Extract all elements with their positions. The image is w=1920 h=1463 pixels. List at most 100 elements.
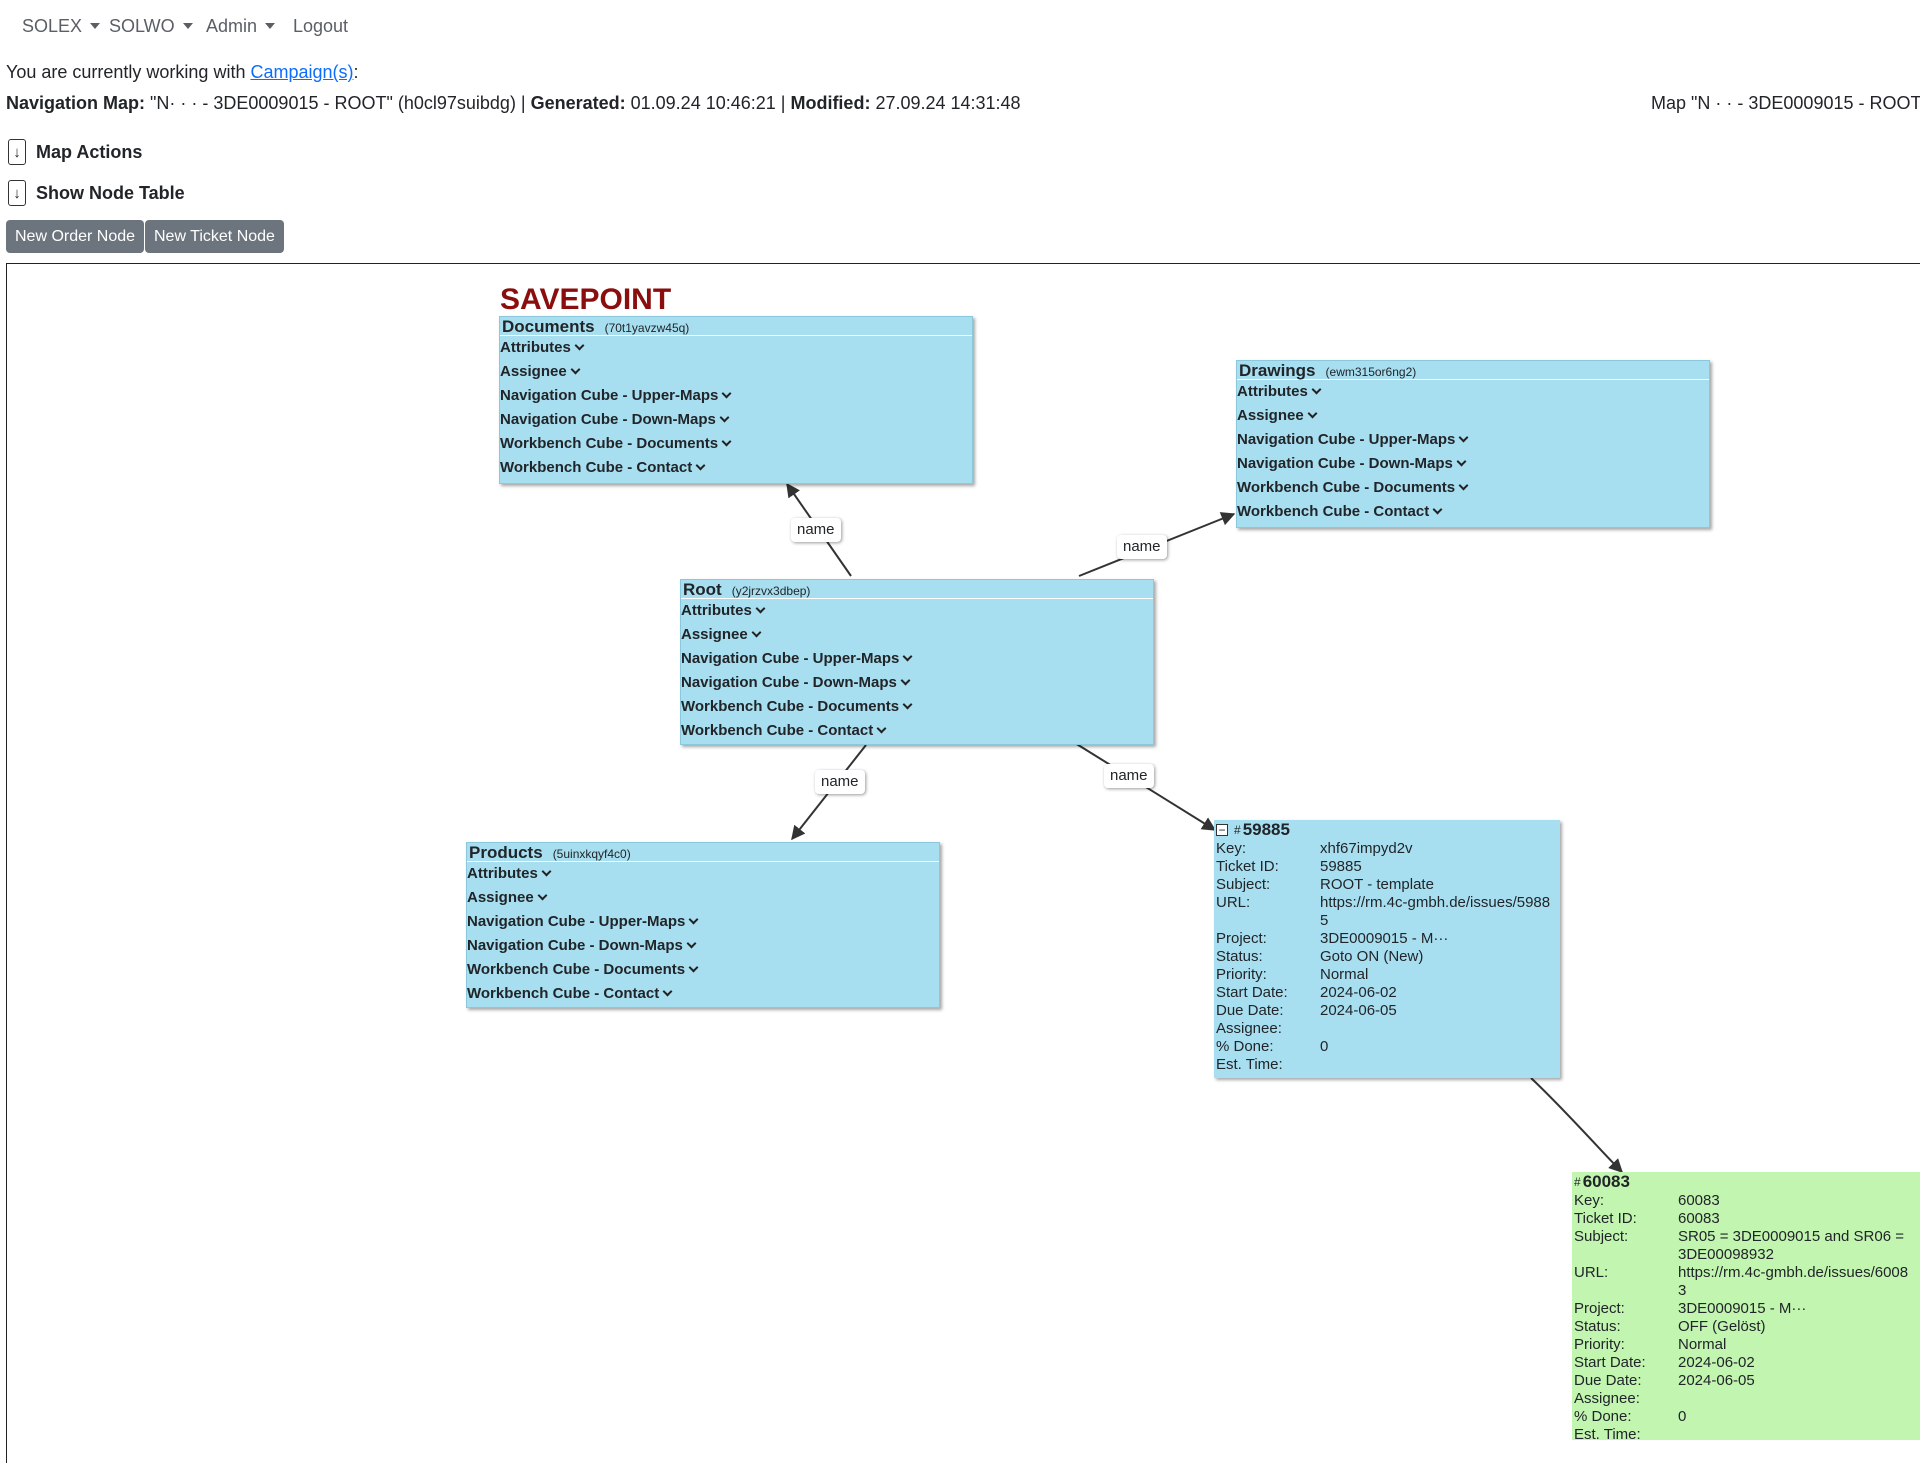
ticket-field-key: Project: — [1216, 930, 1267, 947]
node-section-toggle[interactable]: Navigation Cube - Down-Maps — [681, 671, 1153, 695]
chevron-down-icon — [1458, 432, 1469, 443]
collapse-minus-icon[interactable]: − — [1216, 824, 1228, 836]
node-section-toggle[interactable]: Workbench Cube - Documents — [681, 695, 1153, 719]
edge-label: name — [791, 518, 841, 542]
node-id: (y2jrzvx3dbep) — [731, 584, 811, 598]
ticket-field-row: Ticket ID:59885 — [1214, 858, 1560, 876]
chevron-down-icon — [902, 699, 913, 710]
ticket-field-value — [1320, 1020, 1560, 1038]
ticket-field-key: Priority: — [1216, 966, 1267, 983]
new-order-node-button[interactable]: New Order Node — [6, 220, 145, 253]
show-node-table-toggle[interactable]: ↓ Show Node Table — [8, 177, 185, 209]
node-section-toggle[interactable]: Workbench Cube - Contact — [467, 982, 939, 1006]
node-section-toggle[interactable]: Navigation Cube - Upper-Maps — [500, 384, 972, 408]
map-actions-label: Map Actions — [36, 141, 143, 162]
node-header: Drawings (ewm315or6ng2) — [1237, 361, 1709, 380]
node-section-toggle[interactable]: Attributes — [467, 862, 939, 886]
ticket-field-key: Start Date: — [1216, 984, 1288, 1001]
ticket-field-value: 3DE0009015 - M··· — [1320, 930, 1449, 947]
nav-menu-solwo[interactable]: SOLWO — [109, 16, 193, 37]
node-section-toggle[interactable]: Attributes — [681, 599, 1153, 623]
nav-logout-link[interactable]: Logout — [293, 16, 348, 37]
chevron-down-icon — [721, 388, 732, 399]
ticket-field-row: Subject:ROOT - template — [1214, 876, 1560, 894]
ticket-number: 59885 — [1242, 820, 1290, 839]
node-section-toggle[interactable]: Navigation Cube - Upper-Maps — [467, 910, 939, 934]
node-section-toggle[interactable]: Navigation Cube - Upper-Maps — [681, 647, 1153, 671]
ticket-field-value: Goto ON (New) — [1320, 948, 1424, 965]
ticket-field-key: Assignee: — [1574, 1390, 1640, 1407]
node-section-label: Workbench Cube - Documents — [1237, 479, 1456, 496]
ticket-field-key: URL: — [1574, 1264, 1609, 1281]
node-section-label: Attributes — [500, 339, 571, 356]
campaign-prefix: You are currently working with — [6, 62, 251, 82]
node-section-toggle[interactable]: Workbench Cube - Contact — [500, 456, 972, 480]
ticket-field-value: 0 — [1678, 1408, 1687, 1425]
arrow-down-icon: ↓ — [8, 180, 26, 206]
new-ticket-node-button[interactable]: New Ticket Node — [145, 220, 284, 253]
ticket-field-key: Ticket ID: — [1574, 1210, 1637, 1227]
node-section-label: Navigation Cube - Upper-Maps — [681, 650, 900, 667]
node-section-toggle[interactable]: Workbench Cube - Contact — [681, 719, 1153, 743]
ticket-field-value: https://rm.4c-gmbh.de/issues/60083 — [1678, 1264, 1909, 1299]
node-section-toggle[interactable]: Workbench Cube - Documents — [500, 432, 972, 456]
node-section-toggle[interactable]: Navigation Cube - Upper-Maps — [1237, 428, 1709, 452]
ticket-field-row: Ticket ID:60083 — [1572, 1210, 1920, 1228]
node-section-label: Navigation Cube - Down-Maps — [1237, 455, 1453, 472]
ticket-field-key: Key: — [1216, 840, 1247, 857]
node-section-toggle[interactable]: Assignee — [467, 886, 939, 910]
ticket-field-row: URL: https://rm.4c-gmbh.de/issues/60083 — [1572, 1264, 1920, 1300]
node-section-toggle[interactable]: Attributes — [1237, 380, 1709, 404]
ticket-field-key: URL: — [1216, 894, 1251, 911]
nav-menu-admin[interactable]: Admin — [206, 16, 276, 37]
node-section-toggle[interactable]: Attributes — [500, 336, 972, 360]
node-section-label: Workbench Cube - Contact — [681, 722, 874, 739]
chevron-down-icon — [719, 412, 730, 423]
map-canvas[interactable] — [6, 263, 1920, 1463]
node-title: Documents — [502, 317, 595, 336]
chevron-down-icon — [1456, 456, 1467, 467]
chevron-down-icon — [686, 938, 697, 949]
nav-map-value: "N· · · - 3DE0009015 - ROOT" (h0cl97suib… — [145, 93, 531, 113]
ticket-field-row: % Done:0 — [1214, 1038, 1560, 1056]
chevron-down-icon — [1311, 384, 1322, 395]
node-section-toggle[interactable]: Navigation Cube - Down-Maps — [1237, 452, 1709, 476]
ticket-field-value: ROOT - template — [1320, 876, 1434, 893]
node-section-toggle[interactable]: Assignee — [500, 360, 972, 384]
ticket-field-key: Project: — [1574, 1300, 1625, 1317]
nav-menu-solex[interactable]: SOLEX — [22, 16, 101, 37]
node-section-toggle[interactable]: Navigation Cube - Down-Maps — [500, 408, 972, 432]
campaign-link[interactable]: Campaign(s) — [250, 62, 354, 82]
map-actions-toggle[interactable]: ↓ Map Actions — [8, 136, 142, 168]
node-section-toggle[interactable]: Workbench Cube - Documents — [1237, 476, 1709, 500]
node-section-label: Navigation Cube - Down-Maps — [500, 411, 716, 428]
edge-label: name — [1104, 764, 1154, 788]
node-title: Drawings — [1239, 361, 1316, 380]
chevron-down-icon — [695, 460, 706, 471]
node-section-toggle[interactable]: Navigation Cube - Down-Maps — [467, 934, 939, 958]
node-section-toggle[interactable]: Workbench Cube - Documents — [467, 958, 939, 982]
ticket-field-row: Priority:Normal — [1214, 966, 1560, 984]
chevron-down-icon — [1307, 408, 1318, 419]
nav-menu-label: SOLEX — [22, 16, 83, 36]
ticket-field-value: 2024-06-02 — [1320, 984, 1397, 1001]
chevron-down-icon — [541, 866, 552, 877]
ticket-field-row: URL:https://rm.4c-gmbh.de/issues/59885 — [1214, 894, 1560, 930]
chevron-down-icon — [755, 603, 766, 614]
node-section-toggle[interactable]: Workbench Cube - Contact — [1237, 500, 1709, 524]
node-section-toggle[interactable]: Assignee — [681, 623, 1153, 647]
ticket-field-row: Status:OFF (Gelöst) — [1572, 1318, 1920, 1336]
node-section-label: Navigation Cube - Upper-Maps — [500, 387, 719, 404]
node-section-toggle[interactable]: Assignee — [1237, 404, 1709, 428]
ticket-field-value — [1678, 1426, 1920, 1444]
dropdown-caret-icon — [90, 23, 101, 29]
